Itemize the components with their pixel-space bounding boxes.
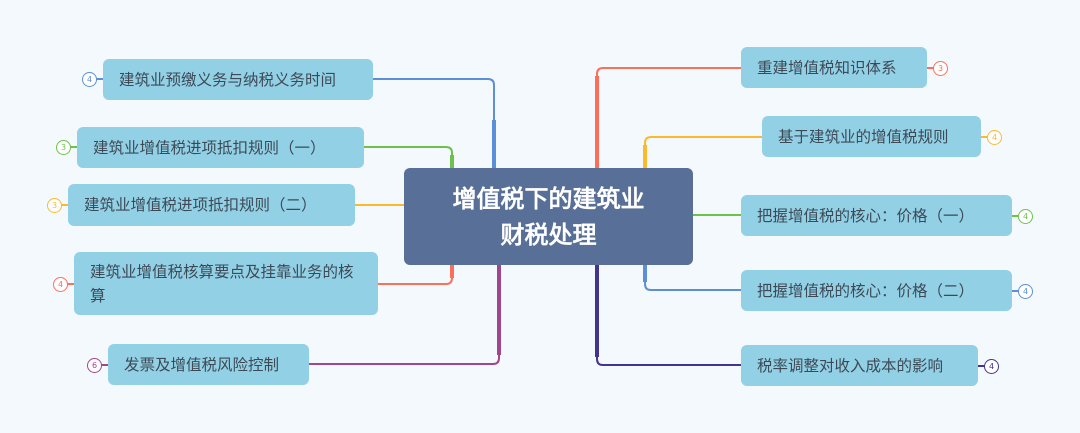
central-topic-line2: 财税处理 [500, 220, 597, 249]
topic-label: 重建增值税知识体系 [757, 58, 897, 77]
topic-label: 建筑业增值税进项抵扣规则（一） [93, 138, 326, 157]
topic-left-5[interactable]: 发票及增值税风险控制 [108, 344, 309, 385]
collapse-count-badge[interactable]: 3 [56, 140, 71, 155]
collapse-count-badge[interactable]: 4 [82, 72, 97, 87]
collapse-count-badge[interactable]: 6 [87, 358, 102, 373]
collapse-connector [981, 136, 988, 138]
topic-left-3[interactable]: 建筑业增值税进项抵扣规则（二） [68, 184, 355, 226]
collapse-connector [978, 365, 985, 367]
collapse-count-badge[interactable]: 4 [984, 359, 999, 374]
collapse-connector [1012, 290, 1019, 292]
topic-label: 建筑业增值税进项抵扣规则（二） [84, 196, 317, 214]
topic-left-1[interactable]: 建筑业预缴义务与纳税义务时间 [103, 59, 373, 100]
collapse-connector [1012, 215, 1019, 217]
topic-label: 把握增值税的核心：价格（一） [757, 206, 975, 225]
topic-label: 发票及增值税风险控制 [124, 355, 280, 374]
collapse-count-badge[interactable]: 3 [47, 198, 62, 213]
topic-label: 建筑业增值税核算要点及挂靠业务的核算 [90, 262, 354, 305]
topic-left-4[interactable]: 建筑业增值税核算要点及挂靠业务的核算 [74, 252, 378, 315]
topic-right-5[interactable]: 税率调整对收入成本的影响 [741, 345, 978, 386]
collapse-count-badge[interactable]: 4 [1018, 284, 1033, 299]
collapse-count-badge[interactable]: 4 [1018, 209, 1033, 224]
collapse-count-badge[interactable]: 4 [987, 130, 1002, 145]
collapse-connector [101, 364, 108, 366]
collapse-connector [927, 67, 934, 69]
topic-label: 税率调整对收入成本的影响 [757, 356, 944, 375]
topic-right-3[interactable]: 把握增值税的核心：价格（一） [741, 195, 1012, 236]
topic-label: 建筑业预缴义务与纳税义务时间 [119, 70, 337, 89]
collapse-connector [70, 146, 77, 148]
topic-right-4[interactable]: 把握增值税的核心：价格（二） [741, 270, 1012, 311]
central-topic[interactable]: 增值税下的建筑业 财税处理 [404, 168, 693, 265]
topic-label: 基于建筑业的增值税规则 [778, 127, 949, 146]
collapse-count-badge[interactable]: 3 [933, 61, 948, 76]
topic-label: 把握增值税的核心：价格（二） [757, 281, 975, 300]
topic-right-1[interactable]: 重建增值税知识体系 [741, 47, 927, 88]
central-topic-line1: 增值税下的建筑业 [452, 184, 645, 213]
topic-right-2[interactable]: 基于建筑业的增值税规则 [762, 116, 981, 157]
collapse-connector [67, 283, 74, 285]
collapse-connector [61, 204, 68, 206]
collapse-connector [95, 78, 103, 80]
topic-left-2[interactable]: 建筑业增值税进项抵扣规则（一） [77, 127, 364, 168]
collapse-count-badge[interactable]: 4 [53, 277, 68, 292]
